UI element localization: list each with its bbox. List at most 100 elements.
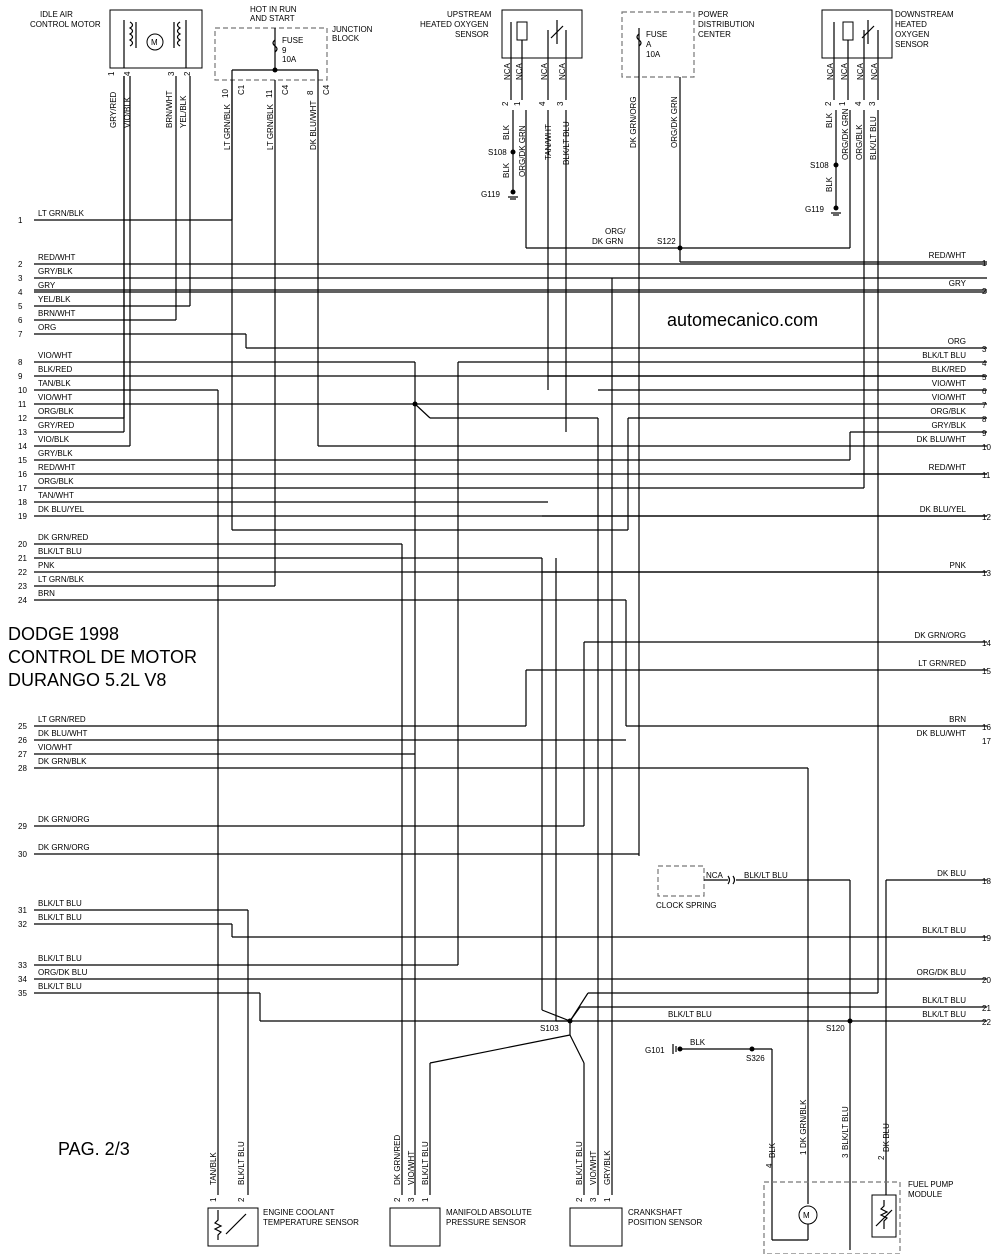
svg-text:VIO/WHT: VIO/WHT	[407, 1151, 416, 1185]
svg-text:FUSE: FUSE	[282, 36, 303, 45]
svg-text:ORG/DK GRN: ORG/DK GRN	[841, 108, 850, 160]
right-pin-number: 19	[982, 934, 991, 943]
left-wire-label: BLK/LT BLU	[38, 954, 82, 963]
svg-text:BLK/LT BLU: BLK/LT BLU	[744, 871, 788, 880]
svg-text:BLK: BLK	[502, 162, 511, 178]
right-wire-label: LT GRN/RED	[918, 659, 966, 668]
svg-text:VIO/WHT: VIO/WHT	[589, 1151, 598, 1185]
svg-text:GRY/RED: GRY/RED	[109, 91, 118, 128]
left-pin-number: 1	[18, 216, 23, 225]
svg-text:2: 2	[183, 71, 192, 76]
svg-text:11: 11	[265, 89, 274, 98]
splice-s326: S326	[746, 1054, 765, 1063]
svg-text:ORG/DK GRN: ORG/DK GRN	[670, 96, 679, 148]
left-wire-label: GRY/RED	[38, 421, 75, 430]
right-wire-label: BLK/RED	[932, 365, 966, 374]
upstream-oxygen-sensor: UPSTREAM HEATED OXYGEN SENSOR	[420, 9, 583, 100]
left-wire-label: DK GRN/ORG	[38, 843, 90, 852]
right-pin-number: 3	[982, 345, 987, 354]
fuse-icon	[636, 33, 642, 47]
left-wire-label: ORG/DK BLU	[38, 968, 88, 977]
svg-text:1: 1	[838, 101, 847, 106]
svg-text:MANIFOLD ABSOLUTE: MANIFOLD ABSOLUTE	[446, 1208, 532, 1217]
right-wire-label: BLK/LT BLU	[922, 996, 966, 1005]
splice-s108-up: S108	[488, 148, 507, 157]
svg-text:NCA: NCA	[503, 62, 512, 80]
left-pin-number: 32	[18, 920, 27, 929]
left-pin-number: 3	[18, 274, 23, 283]
svg-text:POWER: POWER	[698, 10, 728, 19]
left-pin-number: 11	[18, 400, 27, 409]
splice-s120: S120	[826, 1024, 845, 1033]
right-wire-label: GRY	[949, 279, 967, 288]
left-pin-number: 9	[18, 372, 23, 381]
svg-text:BLK: BLK	[690, 1038, 706, 1047]
right-pin-number: 6	[982, 387, 987, 396]
left-wire-label: BLK/LT BLU	[38, 899, 82, 908]
connector-icon	[727, 875, 736, 885]
right-wire-label: DK GRN/ORG	[914, 631, 966, 640]
right-wire-label: ORG/DK BLU	[917, 968, 967, 977]
svg-text:VIO/BLK: VIO/BLK	[123, 96, 132, 128]
ground-g101: G101	[645, 1046, 665, 1055]
left-pin-number: 19	[18, 512, 27, 521]
page-label: PAG. 2/3	[58, 1139, 130, 1159]
left-wire-label: BLK/LT BLU	[38, 913, 82, 922]
svg-text:10: 10	[221, 89, 230, 98]
left-wire-label: TAN/BLK	[38, 379, 71, 388]
svg-text:NCA: NCA	[558, 62, 567, 80]
svg-text:NCA: NCA	[856, 62, 865, 80]
svg-text:9: 9	[282, 46, 287, 55]
svg-text:C4: C4	[281, 84, 290, 95]
svg-text:NCA: NCA	[826, 62, 835, 80]
svg-text:ORG/BLK: ORG/BLK	[855, 124, 864, 160]
svg-text:1: 1	[603, 1197, 612, 1202]
right-wire-label: BLK/LT BLU	[922, 926, 966, 935]
svg-text:DK GRN: DK GRN	[592, 237, 623, 246]
svg-text:BLK: BLK	[825, 112, 834, 128]
left-pin-number: 23	[18, 582, 27, 591]
left-pin-number: 28	[18, 764, 27, 773]
left-pin-number: 15	[18, 456, 27, 465]
right-pin-number: 13	[982, 569, 991, 578]
right-pin-number: 8	[982, 415, 987, 424]
left-pin-number: 29	[18, 822, 27, 831]
right-pin-number: 18	[982, 877, 991, 886]
left-wire-label: GRY/BLK	[38, 267, 73, 276]
left-pin-number: 27	[18, 750, 27, 759]
harness-routing: S103 BLK/LT BLU S120 CLOCK SPRING NCA BL…	[123, 76, 987, 1195]
left-connector-row: 32 BLK/LT BLU	[18, 913, 232, 929]
svg-text:8: 8	[306, 90, 315, 95]
motor-coil-icon	[128, 21, 182, 48]
svg-text:BLK/LT BLU: BLK/LT BLU	[869, 116, 878, 160]
left-pin-number: 35	[18, 989, 27, 998]
left-pin-number: 16	[18, 470, 27, 479]
right-pin-number: 5	[982, 373, 987, 382]
left-pin-number: 10	[18, 386, 27, 395]
svg-text:DK BLU/WHT: DK BLU/WHT	[309, 101, 318, 150]
svg-text:FUSE: FUSE	[646, 30, 667, 39]
left-pin-number: 25	[18, 722, 27, 731]
right-pin-number: 2	[982, 287, 987, 296]
right-connector-row: 5 BLK/RED	[932, 365, 987, 382]
splice-s122: S122	[657, 237, 676, 246]
svg-text:2: 2	[237, 1197, 246, 1202]
svg-text:NCA: NCA	[540, 62, 549, 80]
left-pin-number: 33	[18, 961, 27, 970]
svg-text:BLK/LT BLU: BLK/LT BLU	[575, 1141, 584, 1185]
svg-text:DOWNSTREAM: DOWNSTREAM	[895, 10, 954, 19]
svg-text:3: 3	[556, 101, 565, 106]
svg-text:CLOCK SPRING: CLOCK SPRING	[656, 901, 716, 910]
svg-text:BLK: BLK	[825, 176, 834, 192]
right-pin-number: 14	[982, 639, 991, 648]
right-connector-row: 19 BLK/LT BLU	[922, 926, 991, 943]
